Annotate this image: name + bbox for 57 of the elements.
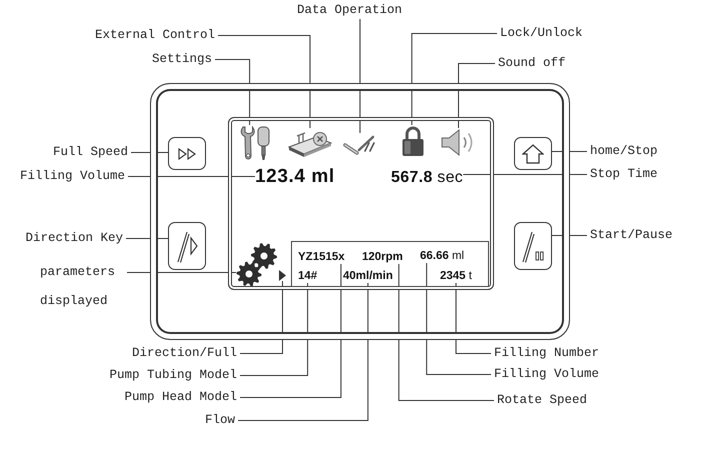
triangle-icon [279, 270, 286, 281]
parameter-panel [291, 241, 489, 287]
leader-line [238, 282, 368, 421]
panel-button [168, 222, 206, 270]
panel-button [514, 137, 552, 170]
leader-line [426, 262, 492, 375]
parameter-value: 40ml/min [343, 269, 393, 283]
panel-button [514, 222, 552, 270]
readout-value: 567.8 sec [391, 169, 464, 188]
callout-label: Flow [204, 413, 235, 428]
panel-button [168, 137, 206, 170]
callout-label: Data Operation [297, 3, 402, 18]
callout-label: Direction/Full [132, 346, 237, 361]
parameter-value: 14# [298, 269, 318, 283]
parameter-value: 66.66 ml [420, 249, 464, 263]
callout-label: Direction Key [25, 231, 123, 246]
leader-line [458, 63, 496, 128]
callout-label: parameters displayed [40, 258, 124, 316]
leader-line [552, 151, 588, 152]
callout-label: home/Stop [590, 144, 658, 159]
callout-label: Settings [152, 52, 212, 67]
leader-line [240, 282, 308, 376]
leader-line [552, 235, 588, 236]
parameter-value: 120rpm [362, 250, 403, 264]
callout-label: Rotate Speed [497, 393, 588, 408]
leader-line [128, 176, 256, 177]
leader-line [240, 264, 342, 398]
leader-line [462, 174, 588, 175]
parameter-value: YZ1515x [298, 250, 345, 264]
parameter-value: 2345 t [440, 269, 472, 283]
callout-label: Filling Volume [20, 169, 125, 184]
gears-icon [236, 242, 278, 288]
callout-label: External Control [95, 28, 216, 43]
callout-label: Full Speed [52, 145, 128, 160]
wrench-screwdriver-icon [240, 125, 272, 161]
leader-line [214, 59, 250, 126]
readout-value: 123.4 ml [255, 166, 335, 188]
leader-line [218, 35, 310, 128]
device-panel [150, 83, 570, 340]
callout-label: Start/Pause [590, 228, 673, 243]
callout-label: Lock/Unlock [500, 26, 583, 41]
leader-line [456, 282, 492, 354]
callout-label: Pump Head Model [124, 390, 237, 405]
stylus-icon [343, 133, 377, 155]
leader-line [130, 152, 168, 153]
leader-line [398, 264, 494, 401]
leader-line [126, 272, 236, 273]
callout-label: Stop Time [590, 167, 658, 182]
callout-label: Filling Number [494, 346, 600, 361]
padlock-icon [401, 125, 425, 157]
leader-line [126, 238, 168, 239]
callout-label: Pump Tubing Model [109, 368, 237, 383]
callout-label: Filling Volume [494, 367, 600, 382]
display-screen [228, 117, 494, 290]
leader-line [411, 33, 498, 126]
callout-label: Sound off [498, 56, 566, 71]
leader-line [240, 280, 283, 354]
